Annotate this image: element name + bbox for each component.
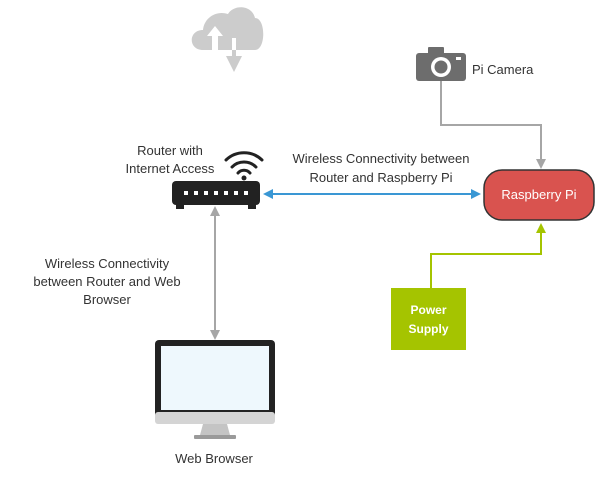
router-to-browser-label-line2: between Router and Web [33,274,180,289]
power-supply-label-line2: Supply [408,322,448,336]
web-browser-label: Web Browser [175,451,253,466]
power-supply-label-line1: Power [410,303,446,317]
router-label-line1: Router with [137,143,203,158]
router-to-pi-label-line2: Router and Raspberry Pi [309,170,452,185]
router-to-pi-label-line1: Wireless Connectivity between [292,151,469,166]
wifi-icon [224,151,264,181]
monitor-icon [155,340,275,439]
cloud-transfer-icon [191,7,264,72]
camera-to-pi-connector [440,81,546,169]
router-to-browser-label-line3: Browser [83,292,131,307]
router-icon [172,181,260,209]
camera-icon [416,47,466,81]
router-label-line2: Internet Access [126,161,215,176]
router-arrowhead [210,206,220,216]
browser-arrowhead [210,330,220,340]
pi-camera-label: Pi Camera [472,62,534,77]
raspberry-pi-node [483,169,595,221]
power-to-pi-connector [430,223,546,288]
router-to-browser-label-line1: Wireless Connectivity [45,256,170,271]
power-supply-node [391,288,466,350]
raspberry-pi-label: Raspberry Pi [501,187,576,202]
